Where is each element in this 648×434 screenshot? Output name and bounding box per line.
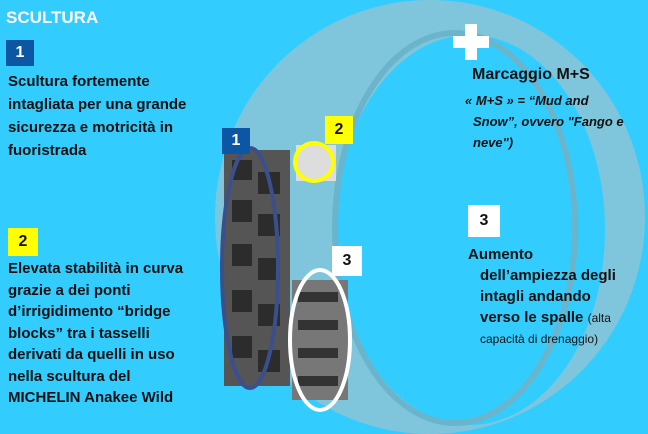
text-line: nella scultura del — [8, 367, 131, 385]
text-line: Aumento — [468, 246, 533, 263]
text-line: intagliata per una grande — [8, 96, 187, 113]
text-line: Elevata stabilità in curva — [8, 260, 184, 277]
point-2-text: Elevata stabilità in curva grazie a dei … — [8, 258, 183, 409]
badge-3: 3 — [468, 205, 500, 237]
text-note: capacità di drenaggio) — [480, 332, 599, 346]
marking-title: Marcaggio M+S — [472, 66, 590, 83]
highlight-ellipse-3 — [288, 268, 352, 412]
tire-badge-2: 2 — [325, 116, 353, 144]
text-line: MICHELIN Anakee Wild — [8, 389, 174, 406]
text-line: blocks” tra i tasselli — [8, 324, 150, 342]
text-line: Scultura fortemente — [8, 73, 150, 90]
text-line: « M+S » = “Mud and — [465, 93, 589, 108]
marking-text: « M+S » = “Mud and Snow”, ovvero "Fango … — [465, 90, 624, 153]
tire-badge-1: 1 — [222, 128, 250, 154]
tire-sidewall — [332, 30, 578, 426]
text-note: (alta — [587, 311, 611, 325]
text-line: dell’ampiezza degli — [480, 267, 616, 284]
highlight-circle-2 — [293, 141, 335, 183]
badge-1: 1 — [6, 40, 34, 66]
badge-2: 2 — [8, 228, 38, 256]
text-line: grazie a dei ponti — [8, 281, 131, 299]
highlight-ellipse-1 — [220, 146, 280, 390]
text-line: d’irrigidimento “bridge — [8, 303, 171, 320]
plus-icon — [453, 24, 489, 60]
slide-title: SCULTURA — [6, 8, 99, 27]
point-3-text: Aumento dell’ampiezza degli intagli anda… — [468, 244, 616, 350]
text-line: intagli andando — [480, 288, 591, 305]
text-line: derivati da quelli in uso — [8, 346, 175, 363]
text-line: verso le spalle — [480, 309, 584, 326]
shoulder-grooves — [298, 292, 338, 386]
tire-badge-3: 3 — [332, 246, 362, 276]
text-line: neve") — [473, 135, 514, 150]
text-line: sicurezza e motricità in — [8, 119, 174, 136]
text-line: fuoristrada — [8, 142, 87, 159]
point-1-text: Scultura fortemente intagliata per una g… — [8, 70, 186, 162]
text-line: Snow”, ovvero "Fango e — [473, 114, 624, 129]
